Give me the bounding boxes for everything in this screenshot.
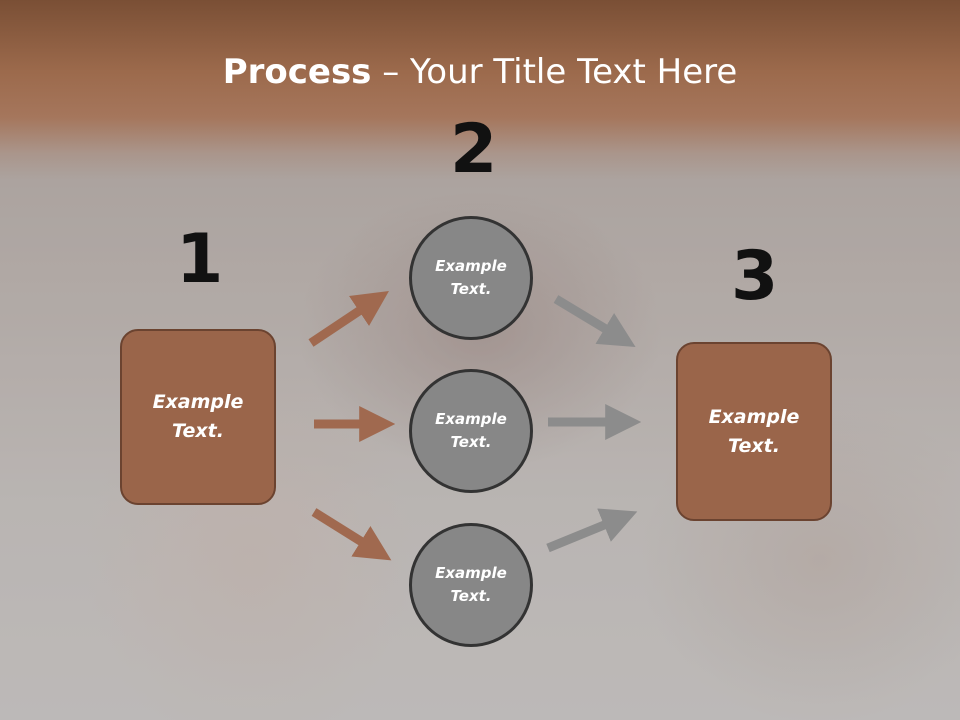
step-1-box-line2: Text. bbox=[172, 420, 224, 442]
title-bold: Process bbox=[222, 52, 372, 92]
circle-bottom-line1: Example bbox=[435, 564, 507, 582]
step-3-box-line1: Example bbox=[708, 405, 800, 428]
step-number-2: 2 bbox=[450, 110, 498, 189]
arrow-1-to-bottom bbox=[311, 508, 392, 561]
circle-middle-line1: Example bbox=[435, 410, 507, 428]
step-number-1: 1 bbox=[176, 220, 224, 299]
slide-title: Process – Your Title Text Here bbox=[0, 52, 960, 92]
circle-top-line2: Text. bbox=[450, 280, 492, 298]
step-1-box: Example Text. bbox=[120, 329, 276, 505]
circle-top-line1: Example bbox=[435, 257, 507, 275]
step-3-box-line2: Text. bbox=[728, 434, 780, 457]
step-3-box: Example Text. bbox=[676, 342, 832, 521]
step-2-circle-top: Example Text. bbox=[409, 216, 533, 340]
circle-middle-line2: Text. bbox=[450, 433, 492, 451]
circle-bottom-line2: Text. bbox=[450, 587, 492, 605]
title-rest: – Your Title Text Here bbox=[371, 52, 738, 92]
arrow-1-to-top bbox=[308, 291, 389, 347]
step-number-3: 3 bbox=[731, 237, 779, 316]
step-2-circle-middle: Example Text. bbox=[409, 369, 533, 493]
arrow-bottom-to-3 bbox=[546, 508, 638, 553]
step-2-circle-bottom: Example Text. bbox=[409, 523, 533, 647]
title-banner bbox=[0, 0, 960, 180]
step-1-box-line1: Example bbox=[152, 391, 244, 413]
arrow-top-to-3 bbox=[553, 295, 636, 348]
